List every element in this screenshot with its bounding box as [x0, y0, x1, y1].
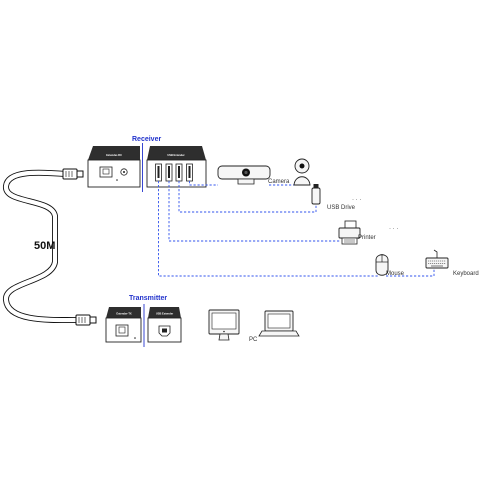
receiver-rx-unit: Extender-RX: [87, 146, 141, 188]
mouse-icon: [375, 254, 389, 276]
transmitter-usb-tag: USB Extender: [156, 312, 173, 316]
webcam-icon: [293, 158, 311, 186]
mouse-label: Mouse: [386, 271, 405, 277]
usb-drive-label: USB Drive: [327, 205, 356, 211]
usb-b-port-icon: [158, 325, 171, 337]
desktop-monitor-icon: [208, 309, 240, 341]
usb-port-icon: [155, 163, 162, 182]
network-cable: [3, 169, 83, 324]
rj45-port-icon: [115, 324, 129, 337]
transmitter-label: Transmitter: [129, 295, 167, 302]
rj45-plug-bottom: [75, 314, 97, 326]
pc-label: PC: [249, 337, 258, 343]
usb-port-icon: [175, 163, 183, 182]
cable-length-label: 50M: [34, 240, 55, 252]
receiver-label: Receiver: [132, 136, 161, 143]
receiver-usb-unit: USB Extender: [146, 146, 207, 188]
usb-connection-lines: [158, 181, 435, 277]
transmitter-usb-unit: USB Extender: [147, 307, 182, 343]
rj45-port-icon: [99, 166, 113, 178]
laptop-icon: [258, 310, 300, 337]
receiver-rx-tag: Extender-RX: [106, 153, 122, 157]
transmitter-tx-unit: Extender-TX: [105, 307, 142, 343]
usb-port-icon: [186, 163, 193, 182]
rj45-plug-top: [62, 168, 84, 180]
receiver-usb-tag: USB Extender: [167, 153, 184, 157]
keyboard-icon: [425, 249, 449, 269]
dc-jack-icon: [120, 168, 128, 176]
ellipsis-lower: · · ·: [389, 226, 398, 232]
ellipsis-upper: · · ·: [352, 197, 361, 203]
transmitter-tx-tag: Extender-TX: [116, 312, 132, 316]
keyboard-label: Keyboard: [453, 271, 479, 277]
printer-label: Printer: [358, 235, 376, 241]
camera-icon: [217, 165, 271, 185]
usb-port-icon: [165, 163, 173, 182]
usb-drive-icon: [311, 184, 321, 205]
camera-label: Camera: [268, 179, 290, 185]
printer-icon: [338, 220, 361, 245]
